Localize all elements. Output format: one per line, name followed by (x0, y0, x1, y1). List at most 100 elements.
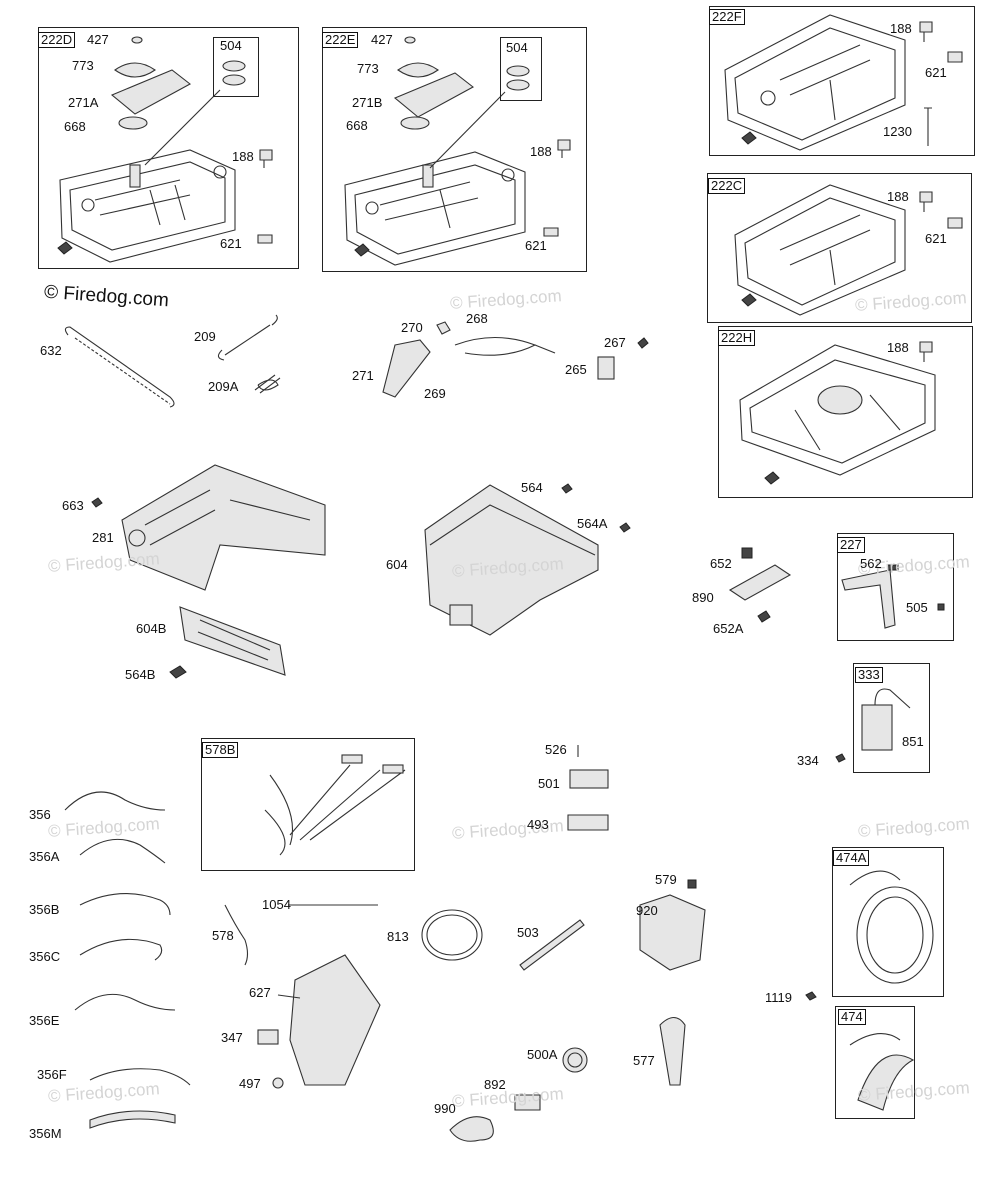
part-label-281: 281 (92, 530, 114, 545)
base-frame-222c-drawing (734, 184, 963, 316)
part-label-188: 188 (887, 340, 909, 355)
part-label-621: 621 (925, 65, 947, 80)
ignition-333-drawing (835, 688, 911, 763)
spacer-504b-drawing (429, 65, 530, 169)
part-label-503: 503 (517, 925, 539, 940)
part-label-347: 347 (221, 1030, 243, 1045)
box-label-222f: 222F (709, 9, 745, 25)
part-label-652: 652 (710, 556, 732, 571)
box-label-474: 474 (838, 1009, 866, 1025)
part-label-188: 188 (530, 144, 552, 159)
box-222h (718, 326, 973, 498)
part-label-356: 356 (29, 807, 51, 822)
part-label-271b: 271B (352, 95, 383, 110)
part-label-621: 621 (925, 231, 947, 246)
part-label-663: 663 (62, 498, 84, 513)
part-label-813: 813 (387, 929, 409, 944)
base-frame-222h-drawing (739, 341, 936, 485)
box-label-333: 333 (855, 667, 883, 683)
part-label-627: 627 (249, 985, 271, 1000)
part-label-268: 268 (466, 311, 488, 326)
part-label-497: 497 (239, 1076, 261, 1091)
governor-parts-drawing (382, 321, 649, 398)
part-label-920: 920 (636, 903, 658, 918)
part-label-356f: 356F (37, 1067, 67, 1082)
box-label-504a: 504 (218, 38, 244, 53)
base-frame-222e-drawing (344, 36, 571, 266)
part-label-577: 577 (633, 1053, 655, 1068)
part-label-652a: 652A (713, 621, 744, 636)
part-label-356b: 356B (29, 902, 60, 917)
springs-632-209-drawing (64, 314, 281, 408)
part-label-209: 209 (194, 329, 216, 344)
part-label-1230: 1230 (883, 124, 912, 139)
part-label-265: 265 (565, 362, 587, 377)
part-label-562: 562 (860, 556, 882, 571)
part-label-427: 427 (87, 32, 109, 47)
part-label-427: 427 (371, 32, 393, 47)
harness-578b-drawing (264, 754, 406, 856)
part-label-334: 334 (797, 753, 819, 768)
part-label-773: 773 (72, 58, 94, 73)
part-label-990: 990 (434, 1101, 456, 1116)
part-label-505: 505 (906, 600, 928, 615)
part-label-356a: 356A (29, 849, 60, 864)
part-label-271a: 271A (68, 95, 99, 110)
part-label-1119: 1119 (765, 990, 792, 1005)
part-label-1054: 1054 (262, 897, 291, 912)
leader-lines (277, 994, 301, 999)
box-333 (853, 663, 930, 773)
part-label-188: 188 (887, 189, 909, 204)
part-label-564a: 564A (577, 516, 608, 531)
box-label-227: 227 (837, 537, 865, 553)
part-label-564: 564 (521, 480, 543, 495)
box-504b (500, 37, 542, 101)
part-label-621: 621 (220, 236, 242, 251)
middle-parts-drawing (224, 745, 706, 1142)
base-frame-222f-drawing (724, 14, 963, 151)
box-222c (707, 173, 972, 323)
bracket-281-drawing (91, 464, 326, 591)
box-label-222c: 222C (708, 178, 746, 194)
box-label-222h: 222H (718, 330, 756, 346)
box-474 (835, 1006, 915, 1119)
part-label-526: 526 (545, 742, 567, 757)
part-label-356e: 356E (29, 1013, 60, 1028)
part-label-564b: 564B (125, 667, 156, 682)
cover-604-drawing (424, 483, 631, 636)
part-label-500a: 500A (527, 1047, 558, 1062)
part-label-269: 269 (424, 386, 446, 401)
stator-474a-drawing (805, 870, 934, 1001)
part-label-270: 270 (401, 320, 423, 335)
part-label-604b: 604B (136, 621, 167, 636)
box-222f (709, 6, 975, 156)
part-label-668: 668 (346, 118, 368, 133)
box-222d (38, 27, 299, 269)
box-label-578b: 578B (202, 742, 239, 758)
part-label-188: 188 (232, 149, 254, 164)
part-label-773: 773 (357, 61, 379, 76)
spacer-504a-drawing (144, 60, 246, 166)
part-label-356c: 356C (29, 949, 61, 964)
part-label-579: 579 (655, 872, 677, 887)
part-label-851: 851 (902, 734, 924, 749)
part-label-501: 501 (538, 776, 560, 791)
box-222e (322, 27, 587, 272)
stator-474-drawing (849, 1033, 915, 1111)
base-frame-222d-drawing (57, 36, 273, 263)
part-label-493: 493 (527, 817, 549, 832)
part-label-890: 890 (692, 590, 714, 605)
bracket-890-drawing (728, 547, 945, 629)
box-label-222e: 222E (322, 32, 359, 48)
box-474a (832, 847, 944, 997)
part-label-604: 604 (386, 557, 408, 572)
part-label-892: 892 (484, 1077, 506, 1092)
box-label-504b: 504 (504, 40, 530, 55)
part-label-632: 632 (40, 343, 62, 358)
wires-356-drawing (64, 791, 191, 1129)
part-label-267: 267 (604, 335, 626, 350)
part-label-578: 578 (212, 928, 234, 943)
box-504a (213, 37, 259, 97)
box-227 (837, 533, 954, 641)
